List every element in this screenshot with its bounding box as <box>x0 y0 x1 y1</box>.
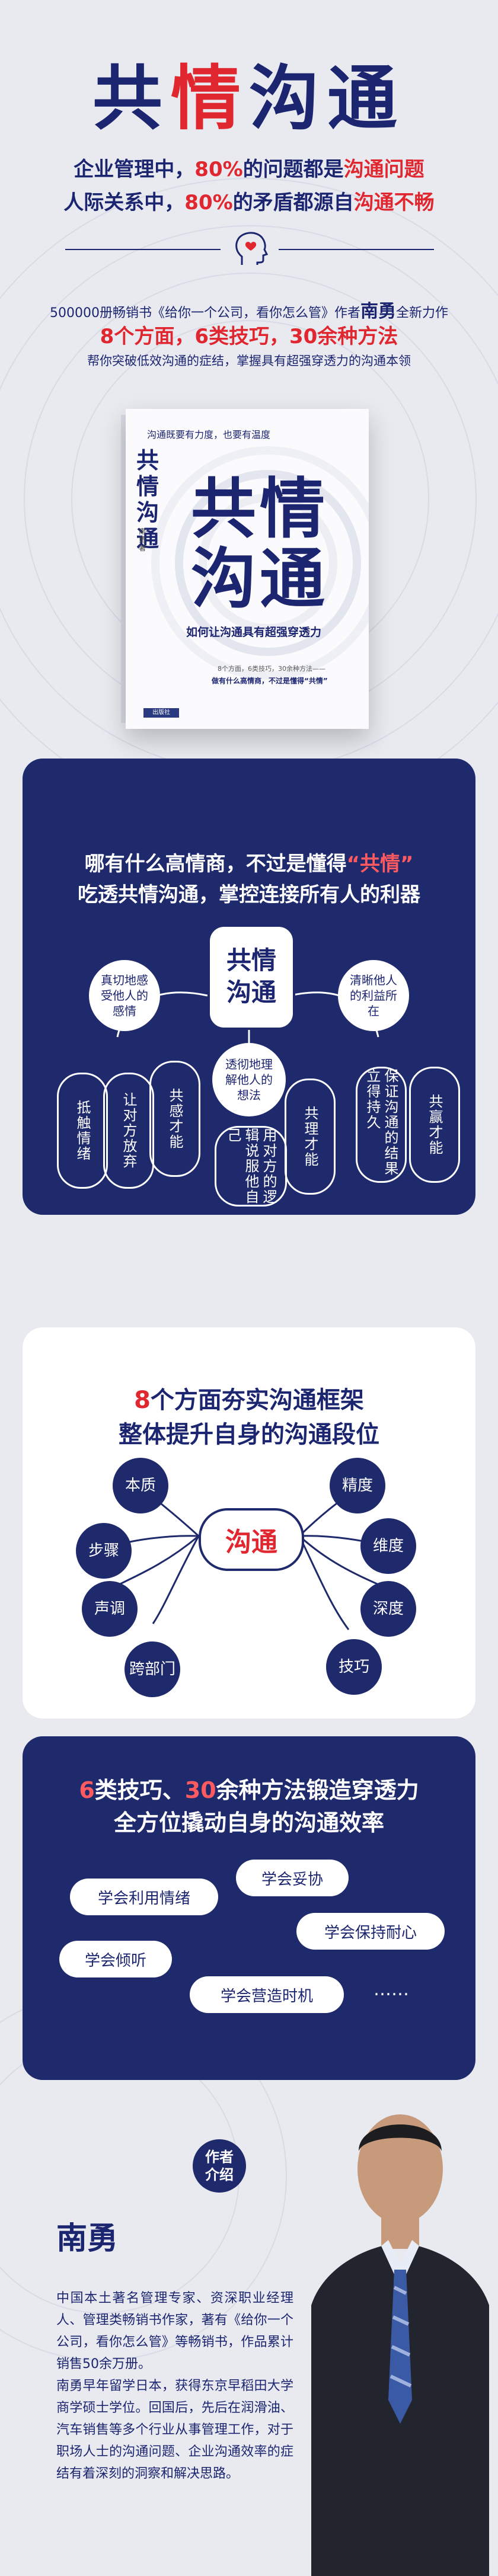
headline-line-1: 企业管理中，80%的问题都是沟通问题 <box>74 158 424 181</box>
framework-item-essence: 本质 <box>113 1458 168 1513</box>
framework-item-dimension: 维度 <box>360 1518 416 1574</box>
author-photo <box>311 2114 489 2576</box>
book-swirl <box>151 446 369 680</box>
empathy-center-node: 共情 沟通 <box>208 924 295 1030</box>
book-big-title: 共情 沟通 <box>191 471 328 617</box>
circle-interest: 清晰他人的利益所在 <box>338 960 409 1031</box>
framework-item-cross-dept: 跨部门 <box>124 1641 180 1697</box>
circle-understand: 透彻地理解他人的想法 <box>212 1043 286 1116</box>
pill-logic: 用对方的逻辑说服他自己 <box>215 1126 287 1207</box>
framework-item-steps: 步骤 <box>76 1523 132 1579</box>
framework-center-node: 沟通 <box>199 1508 304 1571</box>
framework-item-precision: 精度 <box>330 1458 385 1513</box>
book-subtitle: 如何让沟通具有超强穿透力 <box>186 626 322 639</box>
bubble-use-emotion: 学会利用情绪 <box>70 1879 218 1915</box>
divider-right <box>279 249 434 250</box>
panel3-heading-1: 6类技巧、30余种方法锻造穿透力 <box>79 1777 419 1803</box>
panel2-heading-1: 8个方面夯实沟通框架 <box>134 1387 364 1414</box>
head-heart-icon <box>235 232 269 265</box>
bubble-timing: 学会营造时机 <box>190 1976 344 2013</box>
circle-feel-emotion: 真切地感受他人的感情 <box>89 960 160 1031</box>
tagline: 帮你突破低效沟通的症结，掌握具有超强穿透力的沟通本领 <box>87 354 411 368</box>
publisher-logo: 出版社 <box>143 708 179 718</box>
pill-emotion-a: 抵触情绪 <box>57 1073 108 1189</box>
pill-win-result: 保证沟通的结果立得持久 <box>356 1067 407 1183</box>
book-tagline: 沟通既要有力度，也要有温度 <box>147 429 271 440</box>
author-name: 南勇 <box>56 2221 119 2257</box>
pill-emotion-c: 共感才能 <box>149 1061 200 1177</box>
book-spine-title: 共情沟通 <box>136 447 159 552</box>
framework-item-skill: 技巧 <box>326 1639 382 1695</box>
headline-stats: 企业管理中，80%的问题都是沟通问题 人际关系中，80%的矛盾都源自沟通不畅 <box>0 153 498 219</box>
headline-line-2: 人际关系中，80%的矛盾都源自沟通不畅 <box>63 191 435 215</box>
pill-emotion-b: 让对方放弃 <box>103 1073 154 1189</box>
framework-item-tone: 声调 <box>82 1581 138 1637</box>
book-author: 南勇 著 <box>139 527 146 552</box>
bubble-listen: 学会倾听 <box>59 1941 172 1977</box>
pill-logic-title: 共理才能 <box>285 1079 336 1195</box>
divider-left <box>65 249 221 250</box>
panel1-heading-2: 吃透共情沟通，掌控连接所有人的利器 <box>78 883 420 907</box>
main-title: 共情沟通 <box>92 57 406 139</box>
highlight-line: 8个方面，6类技巧，30余种方法 <box>100 325 398 348</box>
author-intro-line: 500000册畅销书《给你一个公司，看你怎么管》作者南勇全新力作 <box>50 301 448 322</box>
author-intro-badge: 作者介绍 <box>193 2139 246 2193</box>
bubble-compromise: 学会妥协 <box>236 1860 349 1896</box>
panel3-heading-2: 全方位撬动自身的沟通效率 <box>113 1810 384 1836</box>
panel2-heading-2: 整体提升自身的沟通段位 <box>119 1421 379 1448</box>
author-bio-paragraph-2: 南勇早年留学日本，获得东京早稻田大学商学硕士学位。回国后，先后在润滑油、汽车销售… <box>56 2379 293 2481</box>
panel1-heading-1: 哪有什么高情商，不过是懂得“共情” <box>84 852 414 876</box>
book-cover: 沟通既要有力度，也要有温度 共情沟通 南勇 著 共情 沟通 如何让沟通具有超强穿… <box>126 409 369 729</box>
book-mini-line-1: 8个方面，6类技巧，30余种方法—— <box>218 665 325 673</box>
author-bio-paragraph-1: 中国本土著名管理专家、资深职业经理人、管理类畅销书作家，著有《给你一个公司，看你… <box>56 2291 293 2372</box>
bubble-patience: 学会保持耐心 <box>296 1913 445 1950</box>
bubble-ellipsis: …… <box>374 1979 409 2000</box>
book-mini-line-2: 做有什么高情商，不过是懂得“共情” <box>212 677 328 685</box>
framework-item-depth: 深度 <box>360 1581 416 1637</box>
author-bio: 中国本土著名管理专家、资深职业经理人、管理类畅销书作家，著有《给你一个公司，看你… <box>56 2287 293 2485</box>
pill-win-title: 共赢才能 <box>409 1067 460 1183</box>
